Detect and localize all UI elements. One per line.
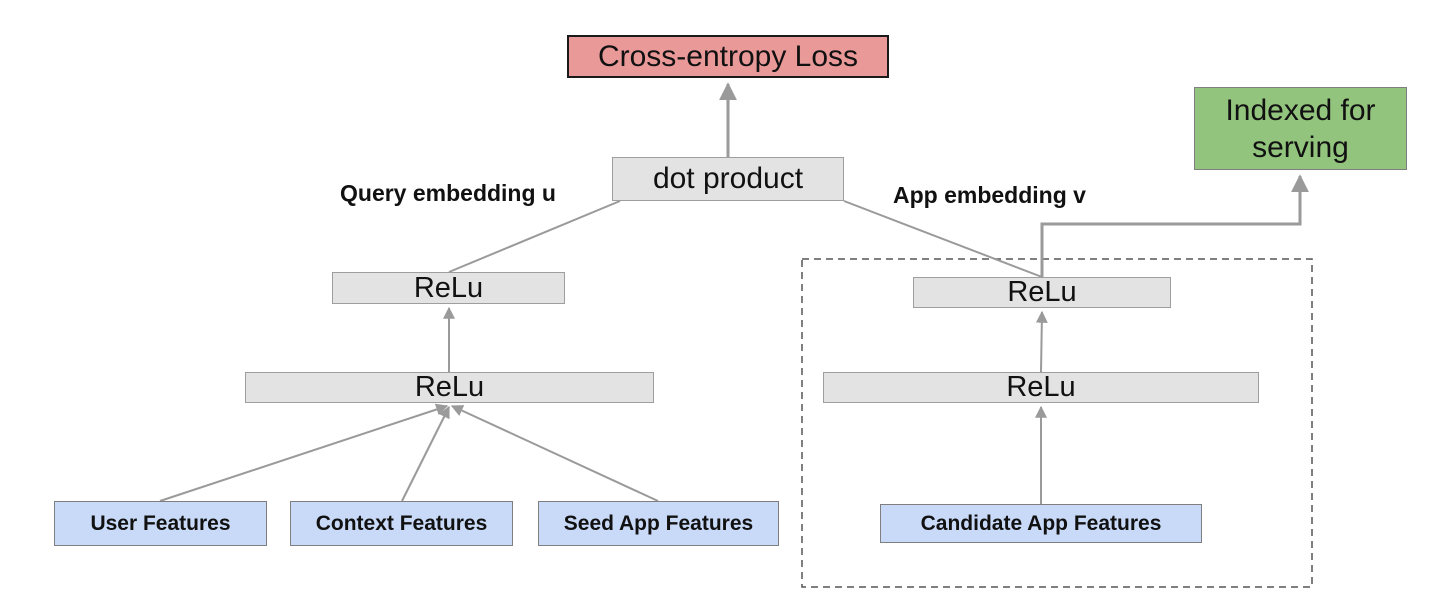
app-relu-top-box: ReLu (913, 276, 1171, 308)
indexed-for-serving-box: Indexed for serving (1194, 87, 1407, 170)
dot-product-box: dot product (612, 157, 844, 201)
arrow-app-to-indexed (1040, 174, 1309, 277)
app-tower-dashed-border (801, 258, 1313, 588)
candidate-app-features-box: Candidate App Features (880, 504, 1202, 543)
arrow-user-to-relu (159, 403, 449, 502)
arrow-context-to-relu (401, 405, 450, 502)
line-query-to-dot (448, 200, 621, 273)
app-relu-bottom-box: ReLu (823, 371, 1259, 403)
context-features-box: Context Features (290, 501, 513, 546)
arrow-app-relu (1035, 310, 1048, 373)
seed-app-features-box: Seed App Features (538, 501, 779, 546)
query-relu-top-box: ReLu (332, 272, 565, 304)
user-features-box: User Features (54, 501, 267, 546)
arrow-seed-to-relu (450, 405, 659, 502)
query-relu-bottom-box: ReLu (245, 371, 654, 403)
cross-entropy-loss-box: Cross-entropy Loss (567, 35, 889, 78)
app-embedding-label: App embedding v (893, 182, 1086, 208)
line-app-to-dot (843, 200, 1043, 278)
query-embedding-label: Query embedding u (340, 180, 556, 206)
